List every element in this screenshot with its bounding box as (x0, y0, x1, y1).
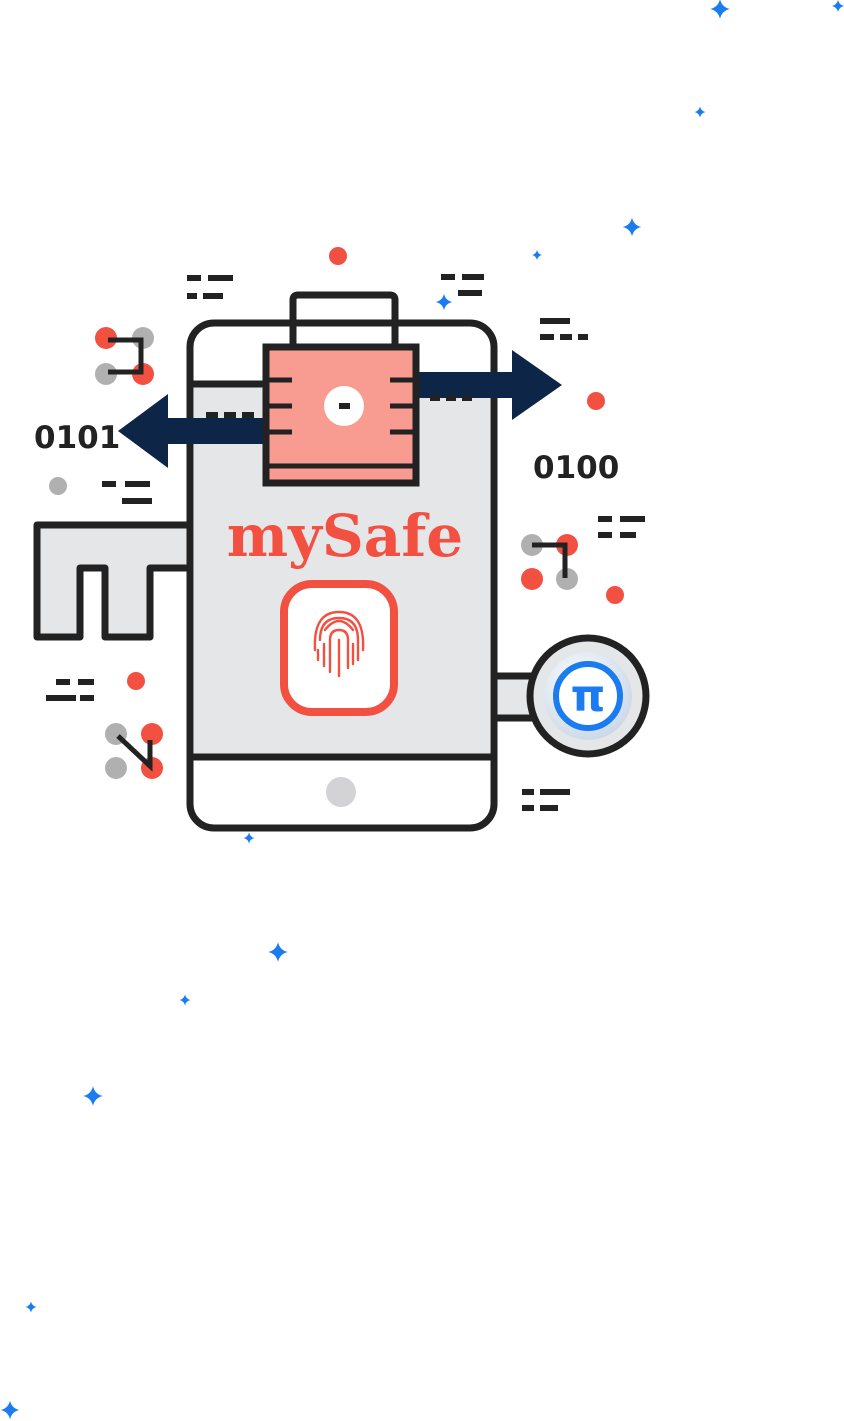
fingerprint-icon (280, 580, 398, 716)
sparkle-icon (243, 832, 255, 844)
sparkle-icon (179, 994, 191, 1006)
sparkle-icon (268, 942, 288, 962)
binary-right: 0100 (533, 450, 619, 486)
dash-marks (206, 395, 472, 418)
arrow-icon-left (118, 394, 270, 468)
sparkle-icon (622, 217, 642, 237)
sparkle-icon (83, 1086, 103, 1106)
sparkle-icon (435, 293, 453, 311)
dot-decorations (49, 247, 624, 779)
sparkle-icon (831, 0, 844, 13)
sparkle-icon (532, 250, 542, 260)
key-icon (33, 521, 196, 641)
dash-decorations (46, 274, 645, 811)
sparkle-icon (25, 1301, 37, 1313)
sparkle-icon (710, 0, 730, 19)
sparkle-icon (0, 1400, 20, 1420)
sparkle-icon (694, 106, 706, 118)
padlock-icon (262, 291, 420, 487)
app-name: mySafe (227, 502, 463, 570)
arrow-icon-right (414, 350, 562, 420)
pi-coin-icon: π (488, 634, 650, 758)
pi-symbol: π (571, 671, 606, 722)
binary-left: 0101 (34, 420, 120, 456)
home-button-icon (326, 777, 356, 807)
